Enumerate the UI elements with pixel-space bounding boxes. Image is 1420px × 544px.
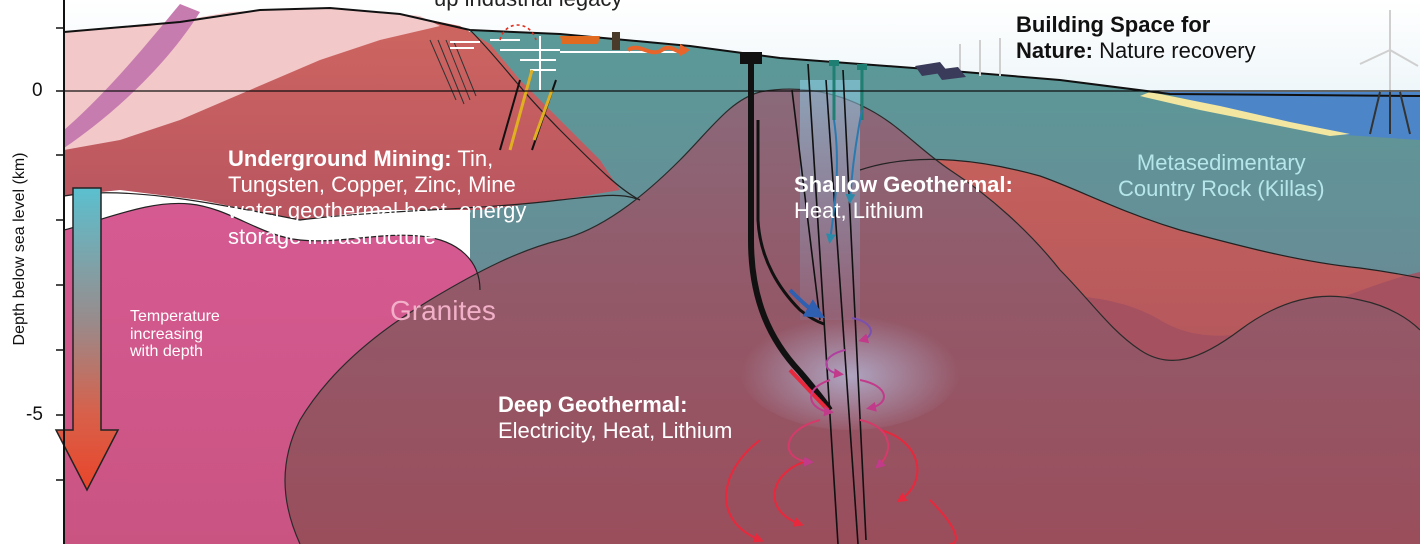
- shallow-wellhead-1: [829, 60, 839, 66]
- right-granite-boundary: [859, 158, 1420, 279]
- nature-body: Nature recovery: [1093, 37, 1256, 63]
- deep-well-red-segment: [788, 368, 830, 412]
- shallow-geothermal-label: Shallow Geothermal: Heat, Lithium: [794, 172, 1013, 224]
- sea: [1160, 92, 1420, 140]
- deep-plume: [740, 310, 960, 430]
- y-tick-0: 0: [32, 80, 43, 101]
- ground-surface: [63, 6, 1420, 97]
- mine-infrastructure: [429, 24, 690, 151]
- temperature-note-line1: Temperature: [130, 308, 220, 325]
- underground-mining-line4: storage infrastructure: [228, 223, 436, 249]
- temperature-arrow: [56, 188, 118, 490]
- killas-boundary: [469, 29, 641, 201]
- underground-mining-line1: Tin,: [451, 146, 494, 171]
- granites-label: Granites: [390, 295, 496, 326]
- temperature-note: Temperature increasing with depth: [130, 308, 220, 361]
- beach: [1140, 92, 1350, 136]
- nature-label: Building Space for Nature: Nature recove…: [1016, 12, 1256, 64]
- deep-wellhead: [740, 52, 762, 64]
- upper-left-boundary: [63, 192, 641, 221]
- convection-loops: [725, 317, 957, 544]
- solar-panels: [915, 62, 966, 80]
- deep-geothermal-body: Electricity, Heat, Lithium: [498, 417, 733, 443]
- temperature-note-line3: with depth: [130, 343, 203, 361]
- dyke: [64, 4, 200, 148]
- y-axis-ticks: [56, 27, 64, 481]
- pink-granite-boundary: [63, 202, 481, 291]
- underground-mining-line2: Tungsten, Copper, Zinc, Mine: [228, 171, 516, 197]
- temperature-arrow-outline: [54, 187, 120, 492]
- nature-title1: Building Space for: [1016, 12, 1211, 37]
- y-tick-minus-5: -5: [26, 404, 43, 425]
- shallow-geothermal-title: Shallow Geothermal:: [794, 172, 1013, 197]
- underground-mining-title: Underground Mining:: [228, 146, 452, 171]
- country-rock-line1: Metasedimentary: [1136, 150, 1306, 175]
- underground-mining-label: Underground Mining: Tin, Tungsten, Coppe…: [228, 146, 526, 250]
- underground-mining-line3: water geothermal heat, energy: [228, 197, 527, 223]
- country-rock-label: Metasedimentary Country Rock (Killas): [1118, 150, 1325, 202]
- nature-title2: Nature:: [1016, 37, 1094, 63]
- offshore-turbine-base: [1369, 91, 1411, 135]
- deep-geothermal-title: Deep Geothermal:: [498, 392, 688, 417]
- shallow-geothermal-body: Heat, Lithium: [794, 197, 924, 223]
- blue-flow-arrow: [788, 288, 825, 319]
- temperature-note-line2: increasing: [130, 325, 203, 343]
- header-fragment: up industrial legacy: [434, 0, 622, 12]
- deep-well-bore: [748, 64, 833, 412]
- y-axis-title: Depth below sea level (km): [11, 152, 28, 346]
- deep-geothermal-label: Deep Geothermal: Electricity, Heat, Lith…: [498, 392, 732, 444]
- shallow-wellhead-2: [857, 64, 867, 70]
- deep-well-branch: [756, 120, 825, 326]
- country-rock-line2: Country Rock (Killas): [1118, 175, 1325, 201]
